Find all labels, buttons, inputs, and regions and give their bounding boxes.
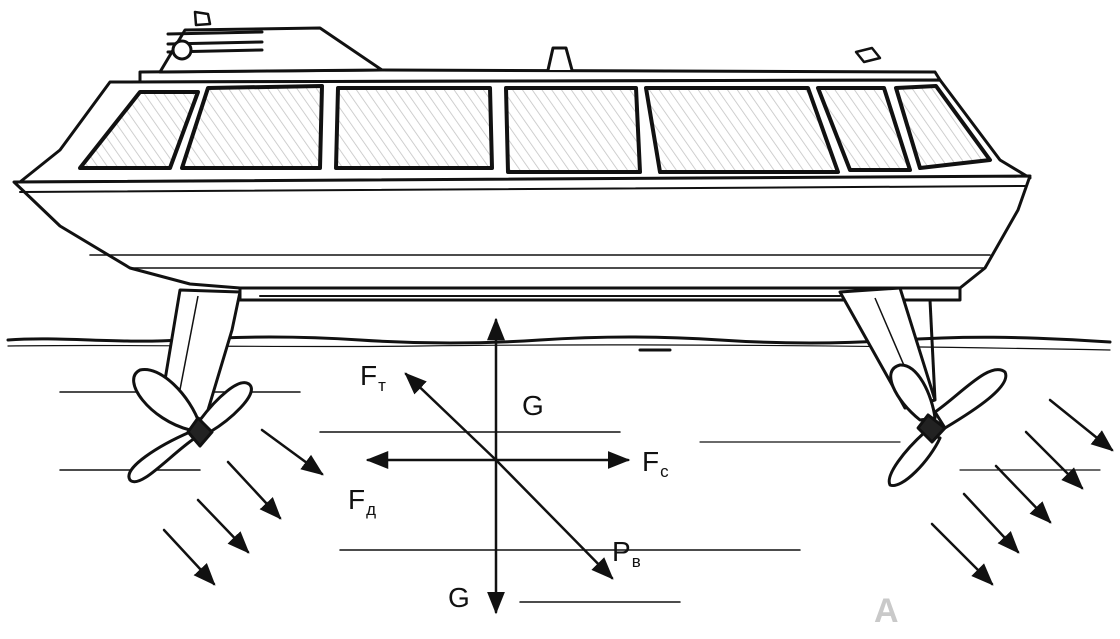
pv-vector [494, 458, 614, 580]
force-vectors [365, 317, 631, 615]
window-1 [78, 90, 200, 170]
window-7 [894, 84, 992, 170]
window-4 [504, 86, 642, 174]
label-g-top-main: G [522, 390, 544, 421]
window-5 [644, 86, 840, 174]
label-g-bottom: G [448, 584, 470, 612]
wheelhouse [158, 26, 384, 74]
label-g-bottom-main: G [448, 582, 470, 613]
label-ft: Fт [360, 360, 386, 395]
label-fd-main: F [348, 484, 366, 515]
windows [78, 84, 992, 174]
label-pv-sub: в [631, 552, 641, 571]
window-2 [180, 84, 324, 170]
front-propeller-unit [127, 288, 253, 484]
front-propeller [127, 368, 253, 484]
hull [12, 174, 1032, 290]
label-fc-main: F [642, 446, 660, 477]
rear-propeller [887, 363, 1008, 487]
label-fc-sub: c [660, 462, 669, 481]
label-pv: Pв [612, 536, 641, 571]
label-fd: Fд [348, 484, 376, 519]
label-g-top: G [522, 392, 544, 420]
window-6 [816, 86, 912, 172]
label-fd-sub: д [366, 500, 377, 519]
mast [546, 46, 574, 72]
boat [12, 10, 1032, 302]
label-ft-main: F [360, 360, 378, 391]
ft-vector [404, 372, 498, 462]
flow-arrows [162, 398, 1114, 586]
corner-mark: A [874, 592, 899, 630]
window-3 [334, 86, 494, 170]
label-pv-main: P [612, 536, 631, 567]
label-fc: Fc [642, 446, 669, 481]
rear-propeller-unit [838, 286, 1008, 487]
label-ft-sub: т [378, 376, 386, 395]
